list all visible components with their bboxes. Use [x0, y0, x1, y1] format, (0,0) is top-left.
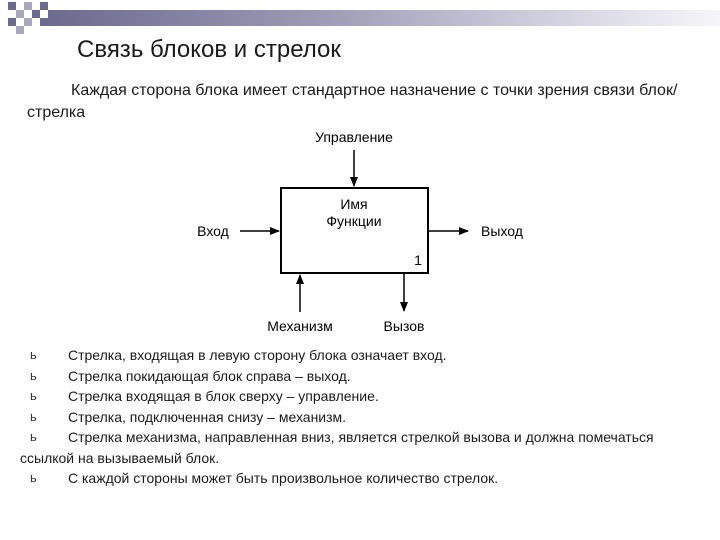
decor-square — [16, 26, 24, 34]
block-number: 1 — [414, 252, 422, 268]
bullet-item: ь Стрелка, подключенная снизу – механизм… — [20, 407, 690, 428]
bullet-item: ь С каждой стороны может быть произвольн… — [20, 468, 690, 489]
function-name-line1: Имя — [340, 196, 367, 212]
bullet-item: ь Стрелка механизма, направленная вниз, … — [20, 427, 690, 468]
bullet-marker: ь — [30, 388, 37, 403]
decor-square — [16, 10, 24, 18]
decor-square — [8, 18, 16, 26]
bullet-marker: ь — [30, 367, 37, 383]
bullet-marker: ь — [30, 347, 37, 362]
output-label: Выход — [481, 223, 523, 239]
bullet-text: Стрелка, подключенная снизу – механизм. — [68, 408, 347, 425]
decor-square — [40, 18, 48, 26]
decor-square — [32, 10, 40, 18]
bullet-item: ь Стрелка входящая в блок сверху – управ… — [20, 386, 690, 407]
input-label: Вход — [197, 223, 229, 239]
bullet-item: ь Стрелка, входящая в левую сторону блок… — [20, 345, 690, 366]
control-label: Управление — [315, 129, 393, 145]
intro-text: Каждая сторона блока имеет стандартное н… — [27, 82, 678, 121]
decor-square — [24, 18, 32, 26]
function-name-line2: Функции — [326, 213, 381, 229]
header-gradient-bar — [48, 10, 720, 26]
decor-square — [40, 2, 48, 10]
slide-title: Связь блоков и стрелок — [77, 36, 341, 63]
bullet-list: ь Стрелка, входящая в левую сторону блок… — [20, 345, 690, 489]
decor-square — [24, 2, 32, 10]
call-label: Вызов — [384, 318, 425, 334]
bullet-text: Стрелка механизма, направленная вниз, яв… — [20, 429, 654, 466]
bullet-text: Стрелка входящая в блок сверху – управле… — [68, 388, 379, 404]
bullet-text: Стрелка, входящая в левую сторону блока … — [68, 347, 447, 363]
bullet-marker: ь — [30, 408, 37, 424]
bullet-text: С каждой стороны может быть произвольное… — [68, 470, 499, 486]
decor-square — [8, 2, 16, 10]
bullet-marker: ь — [30, 429, 37, 444]
bullet-marker: ь — [30, 470, 37, 485]
bullet-item: ь Стрелка покидающая блок справа – выход… — [20, 366, 690, 387]
function-block — [280, 187, 429, 274]
mechanism-label: Механизм — [267, 318, 333, 334]
bullet-text: Стрелка покидающая блок справа – выход. — [68, 367, 351, 384]
